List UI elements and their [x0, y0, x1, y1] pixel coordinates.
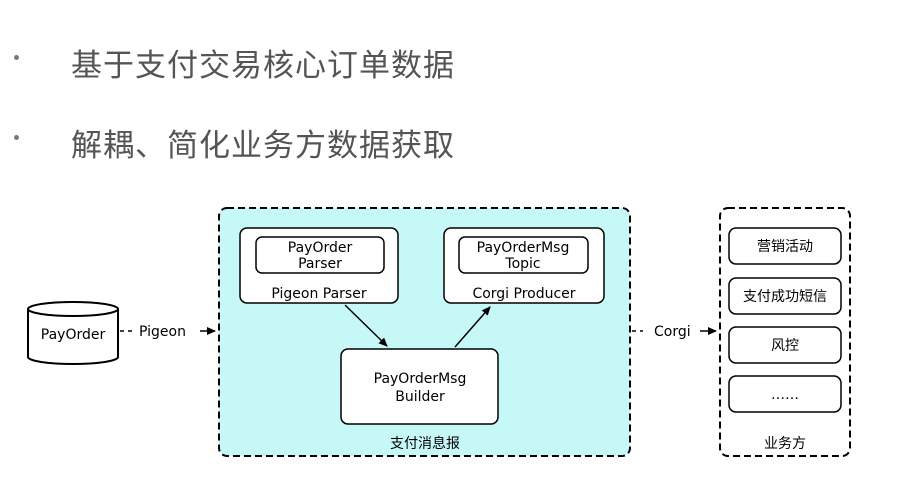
builder-box — [340, 348, 499, 425]
payordermsg-topic-line1: PayOrderMsg — [477, 240, 570, 256]
payorder-database-label: PayOrder — [41, 327, 106, 343]
consumer-label-risk: 风控 — [771, 338, 799, 354]
bullet-text: 基于支付交易核心订单数据 — [71, 48, 455, 84]
consumer-label-more: …… — [771, 387, 799, 403]
pigeon-edge-label: Pigeon — [139, 324, 186, 340]
payordermsg-topic-line2: Topic — [504, 256, 540, 272]
parser-to-builder-arrow — [344, 304, 388, 347]
payordermsg-topic-box — [458, 236, 589, 274]
bullet-text: 解耦、简化业务方数据获取 — [71, 128, 455, 164]
message-group-label: 支付消息报 — [390, 435, 460, 452]
corgi-producer-label: Corgi Producer — [472, 286, 575, 302]
bullet-dot-icon — [14, 55, 19, 60]
consumer-label-marketing: 营销活动 — [757, 239, 813, 255]
builder-line2: Builder — [395, 389, 445, 405]
consumers-group-label: 业务方 — [764, 436, 806, 452]
payorder-database-icon — [27, 301, 119, 365]
consumer-box-marketing — [728, 227, 842, 265]
bullet-dot-icon — [14, 135, 19, 140]
consumer-box-sms — [728, 277, 842, 315]
payorder-parser-line1: PayOrder — [288, 240, 353, 256]
payorder-parser-line2: Parser — [298, 256, 342, 272]
consumer-label-sms: 支付成功短信 — [743, 289, 827, 305]
consumer-box-more — [728, 375, 842, 413]
builder-line1: PayOrderMsg — [374, 371, 467, 387]
payorder-parser-box — [255, 236, 385, 274]
pigeon-parser-label: Pigeon Parser — [271, 286, 366, 302]
corgi-edge-label: Corgi — [654, 324, 691, 340]
builder-to-producer-arrow — [454, 306, 491, 348]
consumer-box-risk — [728, 326, 842, 364]
